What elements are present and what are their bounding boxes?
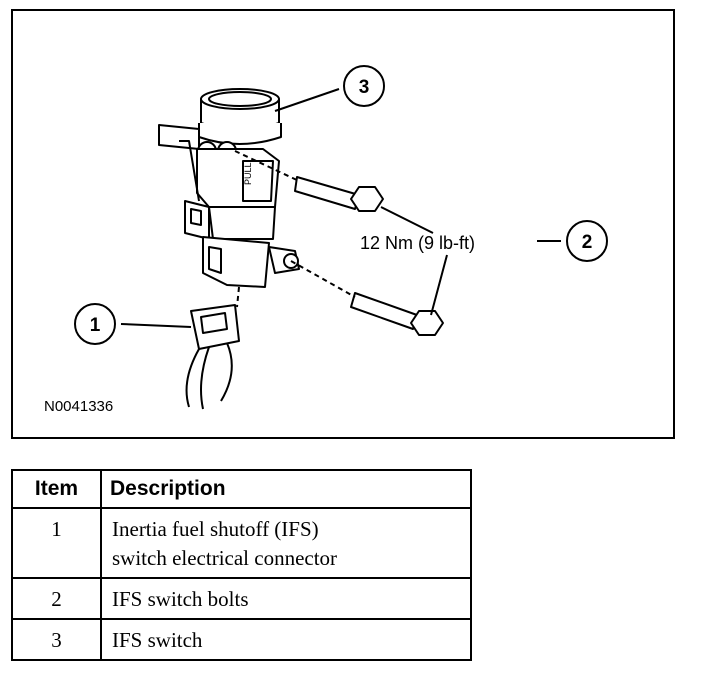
ifs-switch-diagram: PULL [44, 65, 608, 415]
callout-2-label: 2 [582, 232, 593, 253]
legend-table: Item Description 1 Inertia fuel shutoff … [11, 469, 472, 661]
callout-3-circle [343, 65, 385, 107]
figure-frame: PULL [11, 9, 675, 439]
svg-text:PULL: PULL [243, 162, 253, 185]
ifs-switch-bolts-illustration [234, 150, 444, 336]
callout-3-label: 3 [359, 77, 370, 98]
figure-id: N0041336 [44, 398, 113, 415]
table-row: 2 IFS switch bolts [11, 577, 472, 620]
item-column-header: Item [11, 469, 102, 509]
callout-1-leader [120, 323, 192, 328]
torque-leader-upper [380, 206, 434, 234]
torque-spec: 12 Nm (9 lb-ft) [360, 233, 475, 253]
ifs-switch-illustration: PULL [158, 88, 300, 288]
callout-2-circle [566, 220, 608, 262]
description-column-header: Description [100, 469, 472, 509]
item-cell: 3 [11, 618, 102, 661]
item-cell: 1 [11, 507, 102, 579]
description-line: switch electrical connector [112, 546, 338, 570]
item-cell: 2 [11, 577, 102, 620]
table-row: 1 Inertia fuel shutoff (IFS) switch elec… [11, 507, 472, 579]
callout-1-circle [74, 303, 116, 345]
legend-header-row: Item Description [11, 469, 472, 509]
description-line: Inertia fuel shutoff (IFS) [112, 517, 319, 541]
callout-1-label: 1 [90, 315, 101, 336]
electrical-connector-illustration [185, 286, 240, 410]
description-cell: IFS switch [100, 618, 472, 661]
description-line: IFS switch bolts [112, 587, 249, 611]
description-cell: Inertia fuel shutoff (IFS) switch electr… [100, 507, 472, 579]
torque-leader-lower [430, 254, 448, 316]
callout-3-leader [274, 88, 340, 112]
table-row: 3 IFS switch [11, 618, 472, 661]
description-cell: IFS switch bolts [100, 577, 472, 620]
description-line: IFS switch [112, 628, 203, 652]
